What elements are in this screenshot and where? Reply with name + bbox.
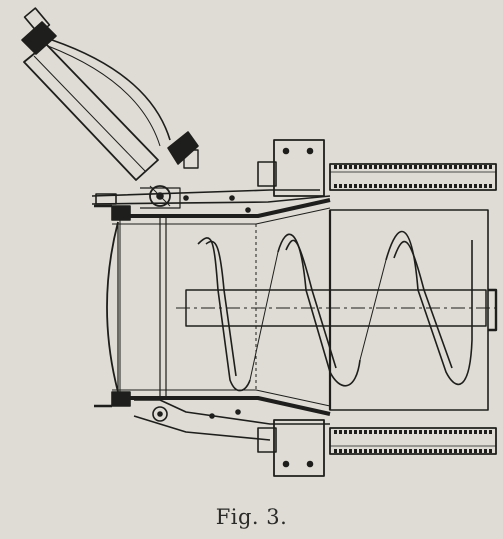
upper-hose [329, 163, 497, 191]
barrel [112, 198, 331, 416]
auger-shaft [176, 289, 496, 327]
housing [328, 209, 498, 411]
upper-bracket [91, 139, 331, 213]
lower-hose [329, 427, 497, 455]
auger-flights [196, 230, 473, 392]
hinged-arm [21, 7, 199, 209]
figure-caption: Fig. 3. [215, 505, 288, 529]
front-lens [94, 204, 131, 408]
lower-bracket [133, 399, 330, 477]
